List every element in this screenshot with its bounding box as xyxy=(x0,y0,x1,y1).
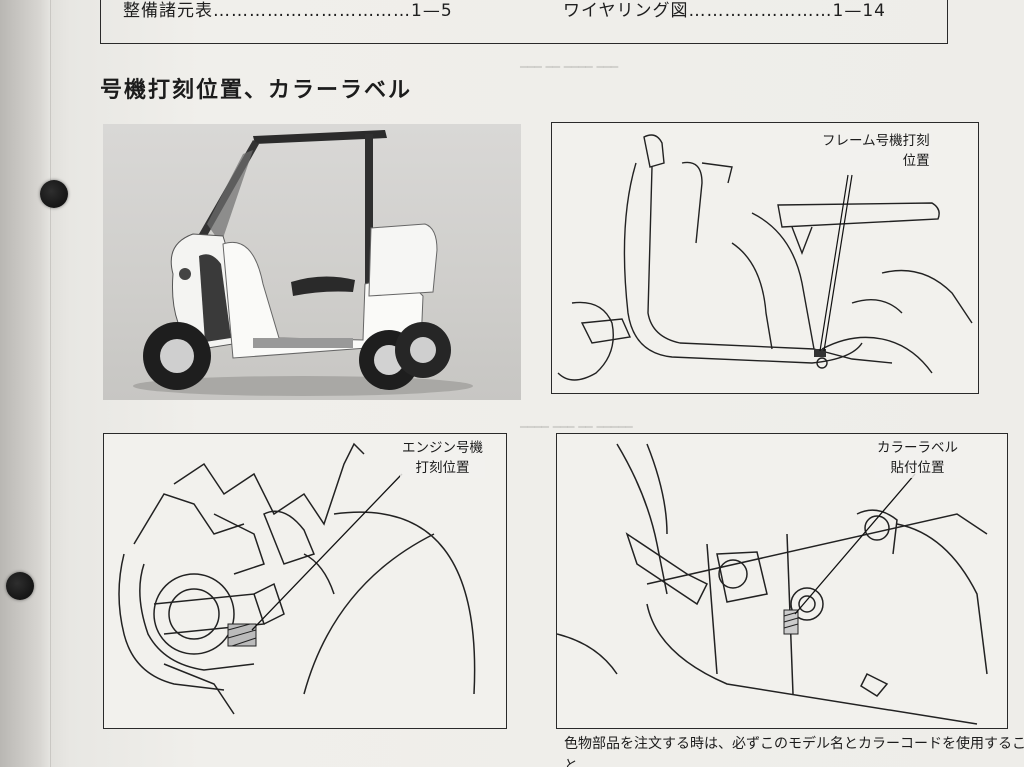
toc-entry-specs[interactable]: 整備諸元表……………………………1—5 xyxy=(123,0,453,21)
color-label-line-drawing xyxy=(557,443,988,725)
engine-number-figure: エンジン号機 打刻位置 xyxy=(103,433,507,729)
binding-edge xyxy=(0,0,51,767)
frame-line-drawing xyxy=(557,134,973,381)
scooter-photo-illustration xyxy=(133,130,473,396)
callout-line: 貼付位置 xyxy=(890,460,945,476)
section-title: 号機打刻位置、カラーラベル xyxy=(100,78,413,103)
show-through-text: ━━━ ━━ ━━━━ ━━━ xyxy=(520,60,619,74)
toc-box: 整備諸元表……………………………1—5 ワイヤリング図……………………1—14 xyxy=(100,0,948,44)
frame-number-callout: フレーム号機打刻 位置 xyxy=(820,131,932,171)
engine-line-drawing xyxy=(118,442,476,715)
toc-leader-dots: …………………………… xyxy=(213,1,411,21)
callout-line: カラーラベル xyxy=(877,440,958,456)
toc-entry-title: ワイヤリング図 xyxy=(563,1,689,21)
color-label-callout: カラーラベル 貼付位置 xyxy=(875,438,960,478)
frame-number-figure: フレーム号機打刻 位置 xyxy=(551,122,979,394)
color-parts-note: 色物部品を注文する時は、必ずこのモデル名とカラーコードを使用すること xyxy=(564,736,1024,767)
toc-entry-page: 1—14 xyxy=(832,1,886,21)
callout-line: 打刻位置 xyxy=(415,460,470,476)
toc-leader-dots: …………………… xyxy=(688,1,833,21)
callout-line: 位置 xyxy=(902,153,930,169)
binder-hole-bottom xyxy=(6,572,34,600)
binder-hole-top xyxy=(40,180,68,208)
callout-line: フレーム号機打刻 xyxy=(822,133,930,149)
toc-entry-page: 1—5 xyxy=(411,1,453,21)
toc-entry-wiring[interactable]: ワイヤリング図……………………1—14 xyxy=(563,0,886,21)
engine-number-callout: エンジン号機 打刻位置 xyxy=(400,438,485,478)
scooter-photo xyxy=(103,124,521,400)
callout-line: エンジン号機 xyxy=(402,440,483,456)
color-label-figure: カラーラベル 貼付位置 xyxy=(556,433,1008,729)
toc-entry-title: 整備諸元表 xyxy=(123,1,213,21)
show-through-text: ━━━━ ━━━ ━━ ━━━━━ xyxy=(520,420,633,434)
